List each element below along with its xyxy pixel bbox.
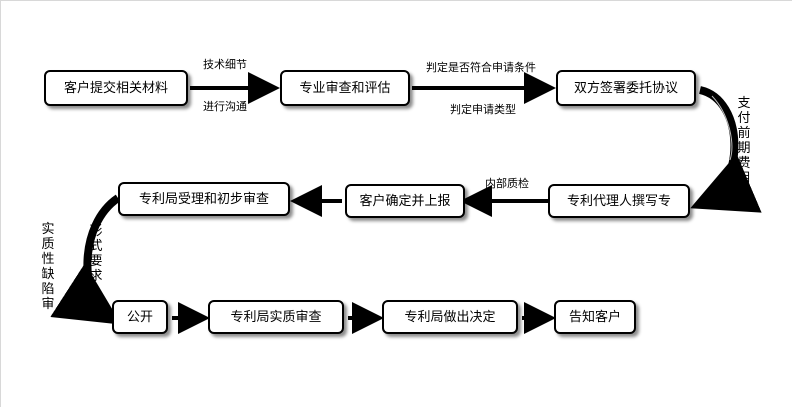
node-submit-materials: 客户提交相关材料 <box>44 70 188 106</box>
label-internal-qc: 内部质检 <box>485 177 529 190</box>
label-formal-requirements: 形式要求 <box>89 224 103 284</box>
node-office-accepts: 专利局受理和初步审查 <box>118 182 290 216</box>
node-sign-agreement: 双方签署委托协议 <box>556 70 696 106</box>
arrow-office-to-publish <box>50 194 122 325</box>
node-review-evaluate: 专业审查和评估 <box>280 70 410 106</box>
node-office-decision: 专利局做出决定 <box>382 300 518 334</box>
arrow-sign-to-agent <box>690 86 762 213</box>
node-substantive-exam: 专利局实质审查 <box>208 300 344 334</box>
label-communicate: 进行沟通 <box>203 100 247 113</box>
node-notify-client: 告知客户 <box>554 300 636 334</box>
node-agent-writes: 专利代理人撰写专 <box>548 184 690 218</box>
label-pay-fees: 支付前期费用 <box>737 96 751 186</box>
label-judge-type: 判定申请类型 <box>450 103 516 116</box>
label-judge-conditions: 判定是否符合申请条件 <box>426 61 536 74</box>
label-substantive-defect: 实质性缺陷审 <box>41 222 55 312</box>
curve-highlight <box>711 95 733 161</box>
node-client-confirms: 客户确定并上报 <box>345 184 465 218</box>
node-publish: 公开 <box>112 300 168 334</box>
label-tech-details: 技术细节 <box>203 58 247 71</box>
